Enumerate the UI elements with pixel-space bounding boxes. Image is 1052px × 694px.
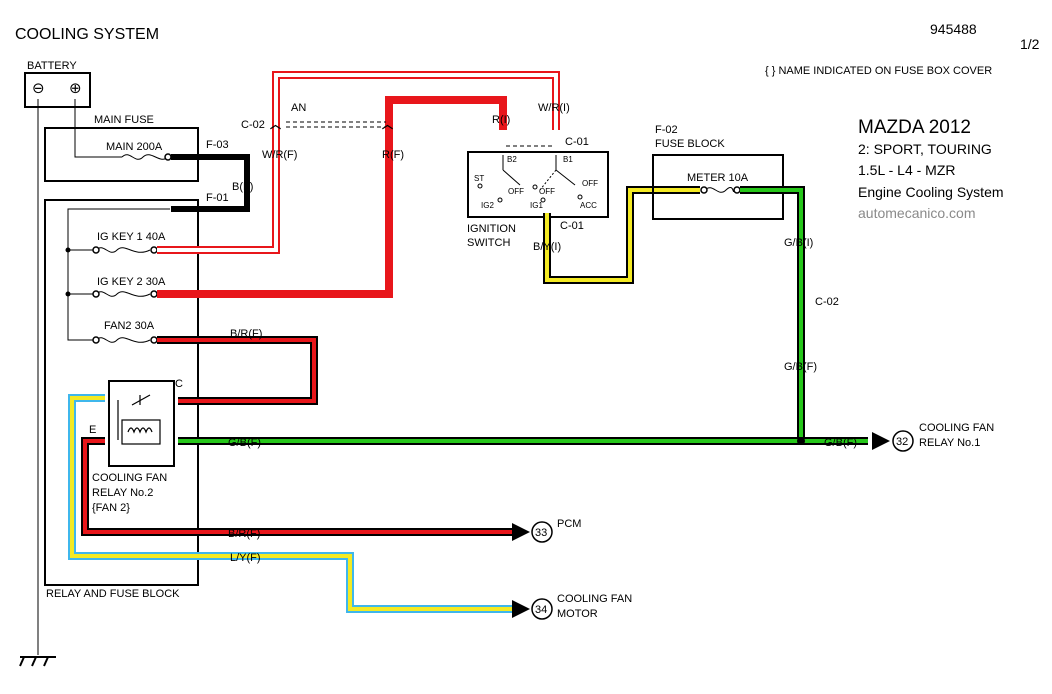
battery-positive-wire <box>74 99 122 158</box>
splice-point <box>797 437 805 445</box>
wire-l-y-label: L/Y(F) <box>230 552 261 564</box>
svg-text:»: » <box>198 152 204 164</box>
dest-34-line-1: COOLING FAN <box>557 593 632 605</box>
dest-33-label: PCM <box>557 518 581 530</box>
wire-b-r-top-label: B/R(F) <box>230 328 262 340</box>
svg-text:︿: ︿ <box>382 119 393 131</box>
ignition-switch[interactable] <box>467 151 609 218</box>
dest-32-line-1: COOLING FAN <box>919 422 994 434</box>
vehicle-trim: 2: SPORT, TOURING <box>858 141 992 157</box>
svg-text:33: 33 <box>535 527 547 539</box>
fuse-ig-key-1-icon <box>95 247 151 253</box>
svg-text:»: » <box>198 204 204 216</box>
relay-coil-icon <box>117 394 161 445</box>
fuse-block-f02-label: FUSE BLOCK <box>655 138 725 150</box>
wire-w-r-i-label: W/R(I) <box>538 102 570 114</box>
fuse-block-f02-conn: F-02 <box>655 124 678 136</box>
svg-text:34: 34 <box>535 604 547 616</box>
fuse-meter-icon <box>704 186 735 193</box>
internal-bus <box>67 208 170 341</box>
diagram-title: COOLING SYSTEM <box>15 26 159 43</box>
dest-34-line-2: MOTOR <box>557 608 598 620</box>
relay-fuse-block-label: RELAY AND FUSE BLOCK <box>46 588 180 600</box>
relay-fuse-block <box>44 199 199 586</box>
ign-b2-label: B2 <box>507 155 517 164</box>
connector-c01-bottom-label: C-01 <box>560 220 584 232</box>
wire-w-r <box>157 71 560 254</box>
connector-c02-right-label: C-02 <box>815 296 839 308</box>
site-watermark: automecanico.com <box>858 205 976 221</box>
diagram-code: 945488 <box>930 21 977 37</box>
svg-text:32: 32 <box>896 436 908 448</box>
wire-r <box>157 96 507 298</box>
conn-f03-label: F-03 <box>206 139 229 151</box>
main-fuse-symbol-icon <box>121 154 169 160</box>
relay-name-3: {FAN 2} <box>92 502 130 514</box>
page-number: 1/2 <box>1020 36 1040 52</box>
destination-34[interactable]: 34 COOLING FAN MOTOR <box>512 593 632 620</box>
wire-b-y-label: B/Y(I) <box>533 241 561 253</box>
relay-pin-e: E <box>89 424 96 436</box>
fuse-ig-key-2-label: IG KEY 2 30A <box>97 276 166 288</box>
ign-off-1-label: OFF <box>508 187 524 196</box>
ign-acc-label: ACC <box>580 201 597 210</box>
conn-f01-label: F-01 <box>206 192 229 204</box>
ground-symbol-icon <box>19 656 56 667</box>
wire-b-label: B(F) <box>232 181 253 193</box>
battery-label: BATTERY <box>27 60 77 72</box>
destination-33[interactable]: 33 PCM <box>512 518 581 543</box>
relay-pin-c: C <box>175 378 183 390</box>
battery-negative-icon: ⊖ <box>32 79 45 97</box>
vehicle-make: MAZDA 2012 <box>858 117 971 138</box>
wire-g-b-right-label: G/B(F) <box>824 437 857 449</box>
wire-g-b-vertical <box>740 186 805 441</box>
main-fuse-rating: MAIN 200A <box>106 141 163 153</box>
svg-text:︿: ︿ <box>270 119 281 131</box>
battery-positive-icon: ⊕ <box>69 79 82 97</box>
wire-l-y <box>68 394 512 613</box>
wire-r-i-label: R(I) <box>492 114 510 126</box>
ign-ig2-label: IG2 <box>481 201 494 210</box>
wire-g-b-f-vertical-label: G/B(F) <box>784 361 817 373</box>
battery <box>24 72 91 108</box>
ignition-label-2: SWITCH <box>467 237 510 249</box>
connector-c02-label: C-02 <box>241 119 265 131</box>
vehicle-engine: 1.5L - L4 - MZR <box>858 162 956 178</box>
fuse-fan2-icon <box>95 337 151 343</box>
connector-c01-top-label: C-01 <box>565 136 589 148</box>
main-fuse-label: MAIN FUSE <box>94 114 154 126</box>
destination-32[interactable]: 32 COOLING FAN RELAY No.1 <box>872 422 994 452</box>
cooling-fan-relay-2 <box>108 380 175 467</box>
vehicle-system: Engine Cooling System <box>858 184 1004 200</box>
ign-off-3-label: OFF <box>582 179 598 188</box>
fuse-meter-label: METER 10A <box>687 172 749 184</box>
dest-32-line-2: RELAY No.1 <box>919 437 980 449</box>
fuse-ig-key-2-icon <box>95 291 151 297</box>
wire-g-b-relay-label: G/B(F) <box>228 437 261 449</box>
wire-b-r-pcm-label: B/R(F) <box>228 528 260 540</box>
relay-name-2: RELAY No.2 <box>92 487 153 499</box>
ign-off-2-label: OFF <box>539 187 555 196</box>
ignition-label-1: IGNITION <box>467 223 516 235</box>
wire-b-r-fan2 <box>157 336 318 405</box>
ign-b1-label: B1 <box>563 155 573 164</box>
wire-r-f-label: R(F) <box>382 149 404 161</box>
wire-b-y <box>543 186 700 284</box>
wire-g-b-i-label: G/B(I) <box>784 237 813 249</box>
ignition-contacts-icon <box>477 155 583 203</box>
relay-name-1: COOLING FAN <box>92 472 167 484</box>
connector-an-label: AN <box>291 102 306 114</box>
fuse-box-note: { } NAME INDICATED ON FUSE BOX COVER <box>765 65 992 77</box>
wire-b-black <box>171 154 250 212</box>
ign-ig1-label: IG1 <box>530 201 543 210</box>
ign-st-label: ST <box>474 174 484 183</box>
fuse-fan2-label: FAN2 30A <box>104 320 155 332</box>
fuse-ig-key-1-label: IG KEY 1 40A <box>97 231 166 243</box>
wire-w-r-f-label: W/R(F) <box>262 149 297 161</box>
